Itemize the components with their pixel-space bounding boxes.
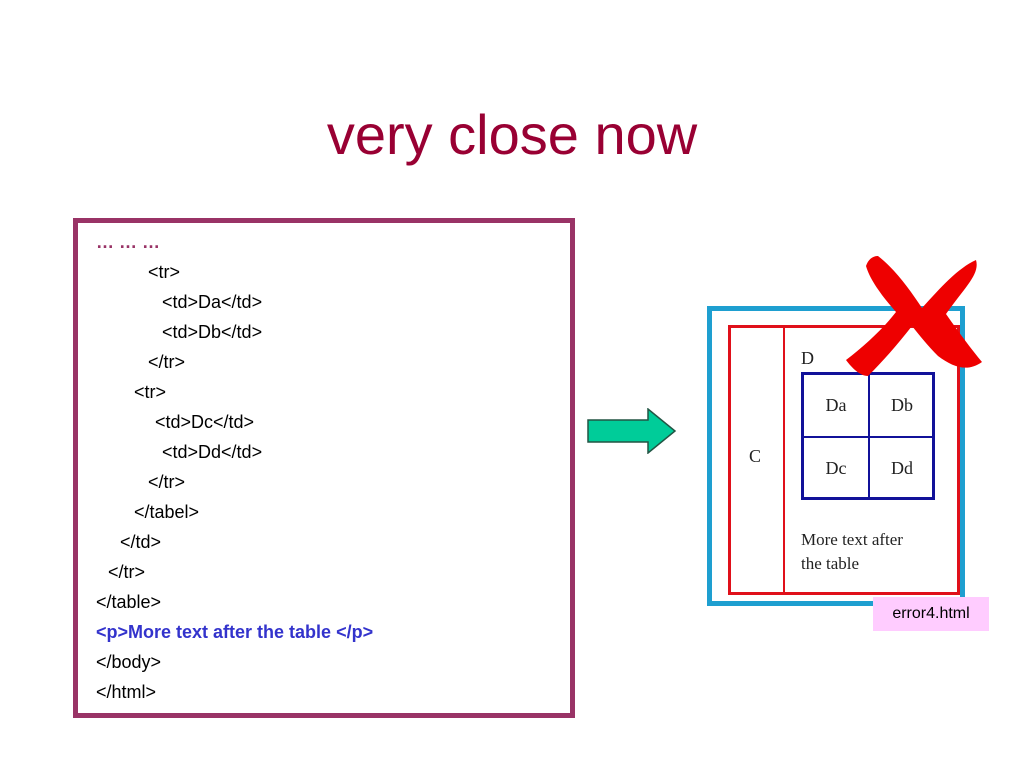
code-line-highlight: <p>More text after the table </p> bbox=[96, 622, 374, 642]
code-line: <td>Dc</td> bbox=[155, 412, 255, 432]
inner-divider-horizontal bbox=[804, 436, 932, 438]
file-name-label: error4.html bbox=[873, 597, 989, 631]
inner-cell: Dc bbox=[825, 458, 847, 478]
code-line: </table> bbox=[96, 592, 162, 612]
code-line: <tr> bbox=[134, 382, 167, 402]
code-box: … … … <tr> <td>Da</td> <td>Db</td> </tr>… bbox=[73, 218, 575, 718]
code-line: <td>Db</td> bbox=[162, 322, 263, 342]
right-arrow-icon bbox=[587, 408, 677, 454]
outer-table: C D Da Db Dc Dd More text after the tabl… bbox=[728, 325, 960, 595]
slide-title: very close now bbox=[326, 103, 698, 166]
inner-cell: Dd bbox=[891, 458, 913, 478]
code-line: </tr> bbox=[148, 472, 186, 492]
after-text-line-1: More text after bbox=[801, 530, 903, 549]
code-line: <td>Dd</td> bbox=[162, 442, 263, 462]
code-line: </tr> bbox=[108, 562, 146, 582]
inner-cell: Db bbox=[891, 395, 913, 415]
code-line-ellipsis: … … … bbox=[96, 232, 161, 252]
red-x-icon bbox=[846, 256, 982, 376]
cell-c: C bbox=[731, 328, 785, 592]
code-line: </body> bbox=[96, 652, 162, 672]
cell-d-label: D bbox=[801, 348, 814, 368]
code-line: <tr> bbox=[148, 262, 181, 282]
after-text-line-2: the table bbox=[801, 554, 860, 573]
rendered-preview: C D Da Db Dc Dd More text after the tabl… bbox=[707, 306, 965, 606]
code-line: </tabel> bbox=[134, 502, 200, 522]
code-line: </tr> bbox=[148, 352, 186, 372]
code-line: <td>Da</td> bbox=[162, 292, 263, 312]
code-line: </td> bbox=[120, 532, 162, 552]
cell-c-label: C bbox=[749, 446, 762, 466]
inner-cell: Da bbox=[825, 395, 847, 415]
inner-table: Da Db Dc Dd bbox=[801, 372, 935, 500]
code-line: </html> bbox=[96, 682, 157, 702]
